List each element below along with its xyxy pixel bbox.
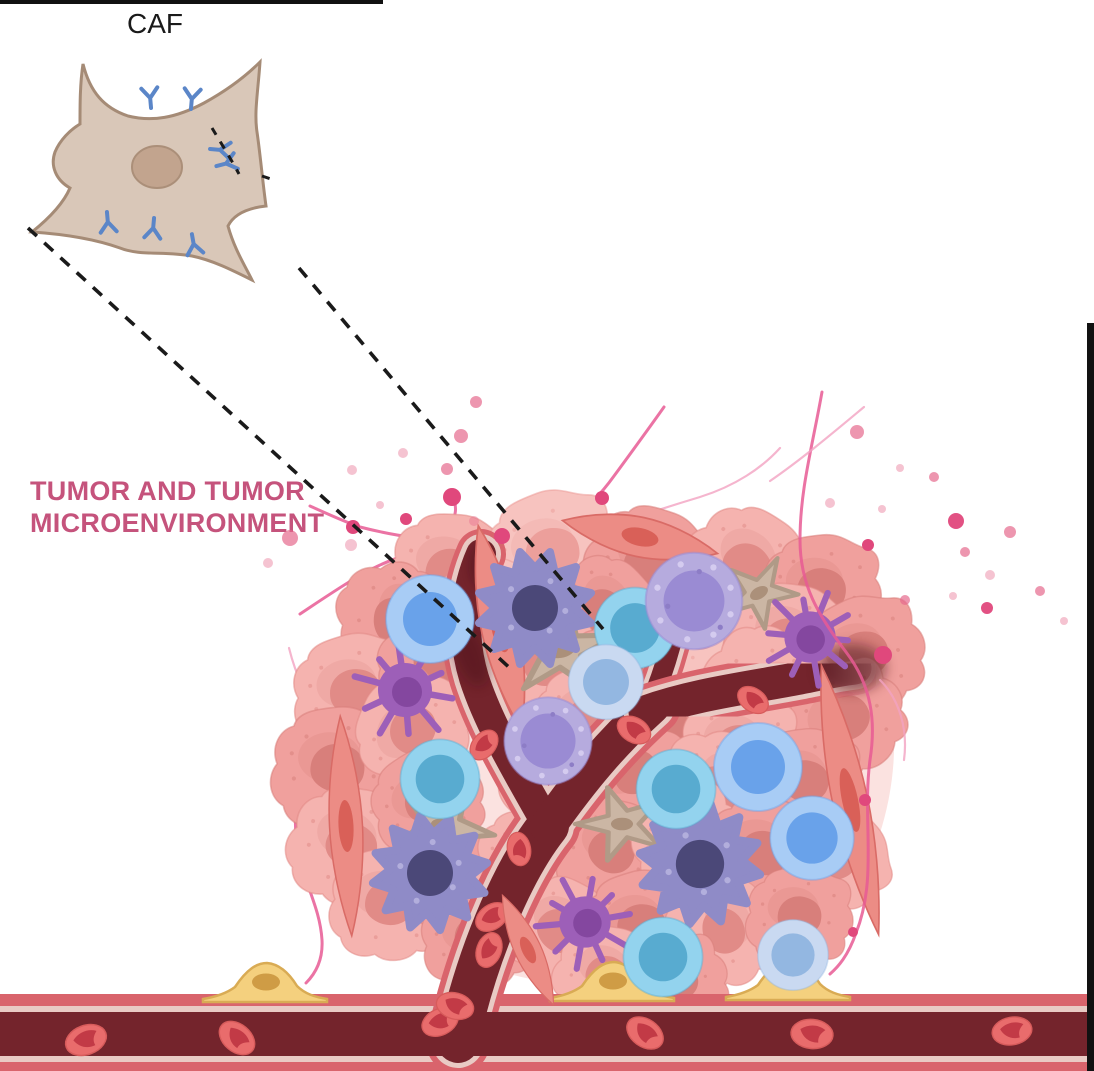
zoom-region-dashes	[210, 127, 241, 175]
tme-label-group: TUMOR AND TUMOR MICROENVIRONMENT	[30, 476, 325, 538]
nk-cell	[503, 696, 593, 786]
tumor-mass	[0, 390, 1094, 1071]
right-border-line	[1087, 323, 1094, 1071]
caf-cell-group: CAF	[28, 8, 278, 284]
top-border-line	[0, 0, 383, 4]
vessel-horizontal-lumen	[0, 1012, 1094, 1056]
nk-cell	[644, 551, 744, 651]
lymphocyte-cell	[567, 643, 645, 721]
caf-nucleus	[131, 145, 183, 189]
lymphocyte-cell	[399, 738, 481, 820]
lymphocyte-cell	[713, 722, 803, 812]
caf-label: CAF	[127, 8, 183, 39]
zoom-region-dash-2	[261, 174, 278, 183]
receptor-icon	[139, 85, 162, 111]
lymphocyte-cell	[756, 918, 830, 992]
blood-vessel-network	[0, 529, 1094, 1071]
lymphocyte-cell	[769, 795, 855, 881]
tme-label-line2: MICROENVIRONMENT	[30, 508, 325, 538]
lymphocyte-cell	[635, 748, 717, 830]
lymphocyte-cell	[385, 574, 475, 664]
ecm-fibers-front	[768, 390, 907, 976]
tme-label-line1: TUMOR AND TUMOR	[30, 476, 305, 506]
lymphocyte-cell	[622, 916, 704, 998]
secreted-factor-dots	[263, 396, 1068, 625]
leader-line-left	[26, 226, 514, 672]
